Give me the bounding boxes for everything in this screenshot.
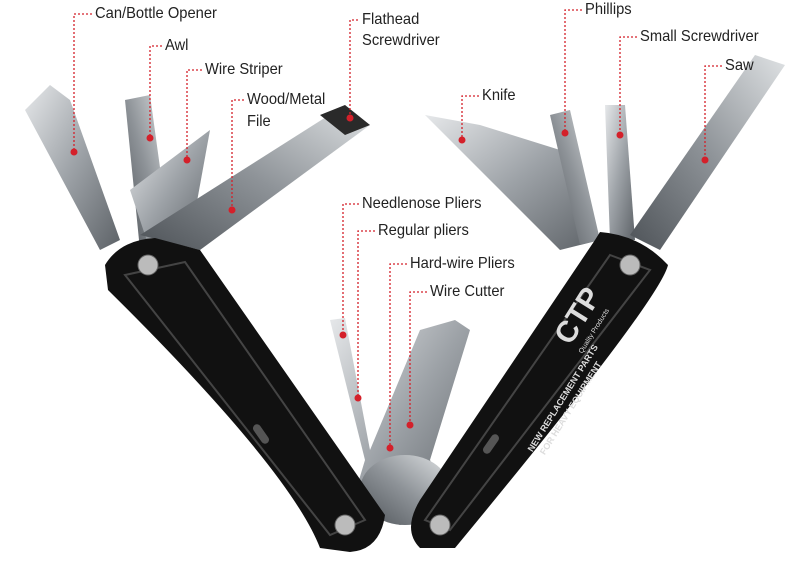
- label-flathead-line1: Flathead: [362, 11, 420, 28]
- left-tools: [25, 85, 370, 250]
- label-small-screwdriver: Small Screwdriver: [640, 28, 759, 45]
- left-handle: [105, 238, 385, 552]
- phillips-blade: [550, 110, 600, 245]
- file-blade: [140, 105, 370, 250]
- label-awl: Awl: [165, 37, 189, 54]
- label-file-line1: Wood/Metal: [247, 91, 326, 108]
- pivot-screw-icon: [429, 514, 451, 536]
- label-needlenose-pliers: Needlenose Pliers: [362, 195, 482, 212]
- label-knife: Knife: [482, 87, 516, 104]
- label-phillips: Phillips: [585, 1, 632, 18]
- can-opener-blade: [25, 85, 120, 250]
- leader-lines: [73, 9, 722, 446]
- label-regular-pliers: Regular pliers: [378, 222, 469, 239]
- file-tip: [320, 105, 370, 135]
- label-hardwire-pliers: Hard-wire Pliers: [410, 255, 515, 272]
- label-saw: Saw: [725, 57, 754, 74]
- pivot-screw-icon: [334, 514, 356, 536]
- label-can-opener: Can/Bottle Opener: [95, 5, 217, 22]
- label-wire-striper: Wire Striper: [205, 61, 283, 78]
- right-tools: [425, 55, 785, 250]
- pivot-screw-icon: [619, 254, 641, 276]
- label-wire-cutter: Wire Cutter: [430, 283, 505, 300]
- label-flathead-line2: Screwdriver: [362, 32, 440, 49]
- small-screwdriver-blade: [605, 105, 635, 240]
- saw-blade: [630, 55, 785, 250]
- knife-blade: [425, 115, 600, 250]
- pivot-screw-icon: [137, 254, 159, 276]
- label-file-line2: File: [247, 113, 271, 130]
- leader-dots: [70, 114, 709, 452]
